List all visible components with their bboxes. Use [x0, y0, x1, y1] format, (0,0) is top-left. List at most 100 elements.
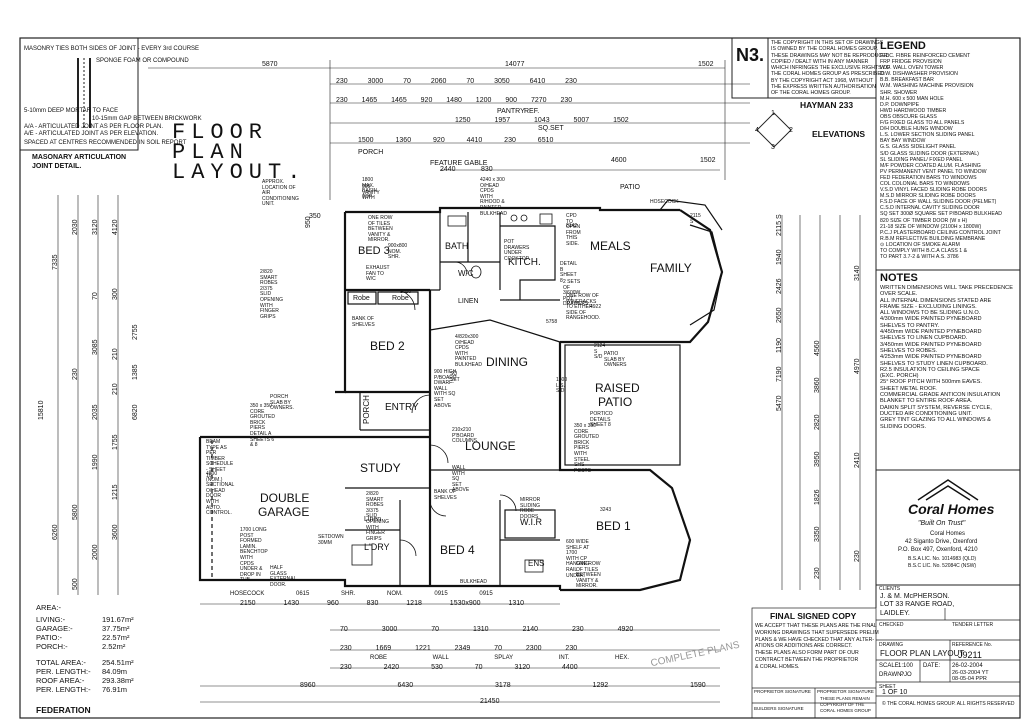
room-bed1: BED 1	[596, 519, 631, 533]
plan-annotation: MIRROR SLIDING ROBE DOORS	[520, 497, 541, 520]
plan-annotation: DETAIL B SHEET 8	[560, 261, 577, 284]
notes-item: COMMERCIAL GRADE ANTICON INSULATION	[880, 392, 1001, 399]
plan-annotation: 350 x 350 CORE GROUTED BRICK PIERS WITH …	[574, 423, 599, 474]
final-copy-line: CONTRACT BETWEEN THE PROPRIETOR	[755, 656, 859, 663]
plan-annotation: 1800 MAX. BASIN TOP.	[362, 177, 378, 200]
dim-right: 3860	[814, 377, 821, 394]
legend-item: W.O. WALL OVEN TOWER	[880, 65, 944, 72]
copyright-line: COPIED / DEALT WITH IN ANY MANNER	[771, 58, 869, 65]
dim-top-1-1: 14077	[505, 61, 525, 68]
notes-item: 3/450mm WIDE PAINTED PYNEBOARD	[880, 341, 982, 348]
final-copy-line: WE ACCEPT THAT THESE PLANS ARE THE FINAL	[755, 623, 877, 629]
scale-label: SCALE:	[879, 663, 901, 669]
sheet-mark: N3.	[736, 45, 765, 65]
notes-item: SHEET METAL ROOF.	[880, 385, 937, 392]
room-kitch: KITCH.	[508, 257, 541, 268]
legend-item: SHR. SHOWER	[880, 89, 918, 96]
dim-patio: PATIO	[620, 184, 640, 191]
dim-top-6b-1: 830	[481, 166, 493, 173]
dims-bottom-row-1: 2150 1430 960 830 1218 1530x900 1310	[240, 600, 525, 607]
room-ens: ENS	[528, 559, 545, 568]
dim-top-6-0: 4600	[611, 157, 627, 164]
title-line-3: LAYOUT.	[172, 160, 307, 185]
copyright-line: IS OWNED BY THE CORAL HOMES GROUP.	[771, 46, 879, 53]
notes-item: SHELVES TO STUDY LINEN CUPBOARD.	[880, 360, 988, 367]
plan-annotation: BEAM TYPE AS PER TIMBER SCHEDULE - SHEET…	[206, 439, 234, 479]
client-line-2: LAIDLEY.	[880, 610, 910, 617]
dim-left-b-9: 500	[72, 578, 79, 590]
area-row: GARAGE:-37.75m²	[36, 624, 146, 633]
legend-item: L.S. LOWER SECTION SLIDING PANEL	[880, 132, 975, 139]
room-bed2: BED 2	[370, 339, 405, 353]
room-linen-2: Linen	[364, 516, 382, 523]
company-address-4: B.S.C LIC. No. 52084C (NSW)	[908, 563, 977, 569]
revised-1: 08-05-04 PPR	[952, 676, 987, 682]
copyright-line: WHICH INFRINGES THE EXCLUSIVE RIGHTS OF	[771, 65, 891, 72]
plan-annotation: ONE ROW OF TILES BETWEEN VANITY & MIRROR…	[368, 215, 393, 244]
plan-annotation: ONE ROW OF WINERACKS TO EITHER SIDE OF R…	[566, 293, 601, 322]
masonary-note-3: 5-10mm DEEP MORTAR TO FACE	[24, 108, 119, 114]
total-row-label: ROOF AREA:-	[36, 676, 85, 685]
masonary-note-6: A/E - ARTICULATED JOINT AS PER ELEVATION…	[24, 131, 159, 137]
copyright-note-2: CORAL HOMES GROUP	[820, 708, 871, 713]
compass-4: 4	[755, 127, 759, 134]
dim-left-misc-6: 2755	[132, 324, 139, 340]
dims-top-row-4: 1250 1957 1043 5007 1502	[455, 117, 629, 124]
total-row-value: 76.91m	[102, 685, 128, 694]
total-row-value: 293.38m²	[102, 676, 134, 685]
dim-right: 2650	[776, 307, 783, 324]
legend-item: OBS OBSCURE GLASS	[880, 113, 937, 120]
plan-annotation: ONE ROW OF TILES BETWEEN VANITY & MIRROR…	[576, 561, 601, 590]
plan-annotation: 1020	[400, 289, 412, 295]
compass-2: 2	[789, 127, 793, 134]
builder-signature-label: BUILDERS SIGNATURE	[754, 706, 804, 711]
sheet-label: SHEET	[879, 684, 896, 690]
dim-porch-label: PORCH	[358, 149, 384, 156]
dim-right: 1940	[776, 249, 783, 265]
total-row: PER. LENGTH:- 76.91m	[36, 685, 146, 694]
area-row: LIVING:-191.67m²	[36, 615, 146, 624]
dim-left-b-4: 210	[112, 383, 119, 395]
dim-pantry-label: PANTRY	[497, 108, 525, 115]
dim-right: 2115 S	[776, 213, 783, 236]
reference-number: J9211	[958, 650, 982, 660]
dim-left-a-1: 15810	[38, 400, 45, 420]
notes-item: SHELVES TO ROBES.	[880, 347, 938, 354]
plan-annotation: CPD TO OPEN FROM THIS SIDE.	[566, 213, 581, 247]
plan-annotation: 4/820x300 O/HEAD CPDS WITH PAINTED BULKH…	[455, 334, 482, 368]
room-family: FAMILY	[650, 261, 692, 275]
plan-annotation: PORTICO DETAILS SHEET 8	[590, 411, 613, 429]
plan-annotation: 4922	[590, 304, 602, 310]
plan-annotation: 2115 S	[690, 213, 701, 225]
total-row-label: PER. LENGTH:-	[36, 685, 91, 694]
legend-item: TO COMPLY WITH B.C.A CLASS 1 &	[880, 248, 968, 254]
copyright-line: THE CORAL HOMES GROUP AS PRESCRIBED	[771, 71, 885, 78]
dim-left-c-0: 300	[112, 288, 119, 300]
plan-annotation: HOSECOCK	[650, 199, 679, 205]
legend-item: F.R.C. FIBRE REINFORCED CEMENT	[880, 53, 971, 59]
style-name: FEDERATION	[36, 705, 91, 715]
room-bath: BATH	[445, 241, 469, 251]
masonary-note-1: MASONRY TIES BOTH SIDES OF JOINT - EVERY…	[24, 46, 200, 52]
dims-top-row-3: 230 1465 1465 920 1480 1200 900 7270 230	[336, 97, 573, 104]
area-row-label: GARAGE:-	[36, 624, 73, 633]
notes-item: 4/300mm WIDE PAINTED PYNEBOARD	[880, 316, 982, 323]
dim-top-1-2: 1502	[698, 61, 714, 68]
plan-annotation: BANK OF SHELVES	[434, 489, 457, 501]
plan-annotation: 2/820 SMART ROBES 3/375 SLID OPENING WIT…	[366, 491, 390, 542]
dim-ref-label: REF.	[524, 108, 540, 115]
total-row: PER. LENGTH:-84.09m	[36, 667, 146, 676]
plan-annotation: 2 SETS OF 3/600W POT DRAWERS	[563, 279, 589, 308]
legend-item: V.S.D VINYL FACED SLIDING ROBE DOORS	[880, 187, 987, 194]
notes-item: WRITTEN DIMENSIONS WILL TAKE PRECEDENCE	[880, 285, 1013, 291]
dim-left-b-7: 5800	[72, 504, 79, 520]
room-robe-2: Robe	[392, 295, 409, 302]
dim-left-b-1: 3120	[92, 219, 99, 235]
room-meals: MEALS	[590, 239, 631, 253]
final-copy-line: & CORAL HOMES.	[755, 663, 800, 670]
plan-annotation: 3243	[600, 507, 612, 513]
drawing-title: FLOOR PLAN LAYOUT	[880, 649, 965, 658]
legend-item: D.W. DISHWASHER PROVISION	[880, 71, 958, 78]
dim-sq-set: SQ.SET	[538, 125, 564, 132]
